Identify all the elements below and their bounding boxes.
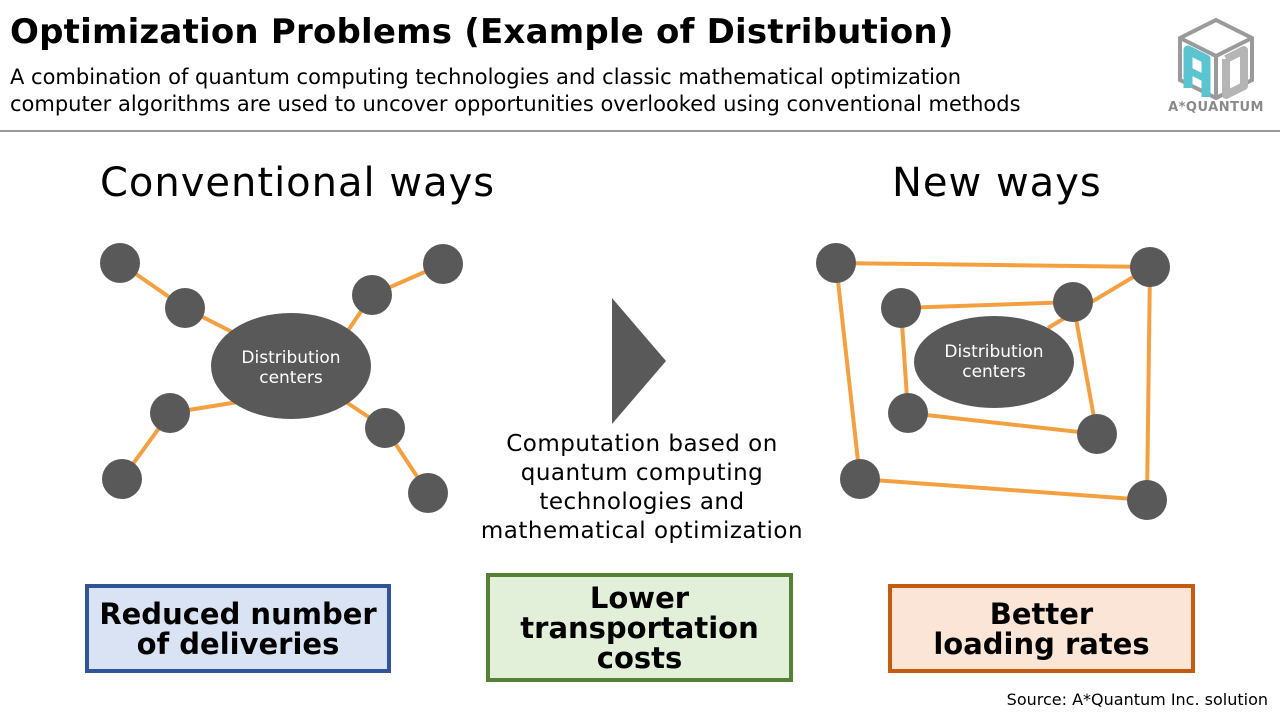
conventional-heading: Conventional ways [100, 160, 496, 206]
description-line: technologies and [539, 489, 745, 515]
page-subtitle: A combination of quantum computing techn… [10, 64, 1160, 118]
distribution-center-node [211, 313, 371, 419]
new-ways-heading: New ways [892, 160, 1102, 206]
delivery-node [840, 459, 880, 499]
delivery-node [1053, 282, 1093, 322]
description-line: mathematical optimization [480, 518, 804, 544]
delivery-node [102, 459, 142, 499]
delivery-node [408, 473, 448, 513]
result-line: costs [596, 640, 683, 675]
result-better-loading: Better loading rates [888, 584, 1195, 673]
result-line: Reduced number [99, 596, 377, 631]
hub-label-line: centers [962, 362, 1026, 382]
arrow-right-icon [612, 298, 666, 424]
optimized-nodes [816, 243, 1170, 520]
conventional-hub-label: Distribution centers [211, 348, 371, 388]
computation-description: Computation based on quantum computing t… [462, 430, 822, 546]
delivery-node [150, 393, 190, 433]
page-title: Optimization Problems (Example of Distri… [10, 12, 954, 52]
aquantum-logo-icon [1178, 17, 1254, 101]
delivery-node [165, 288, 205, 328]
source-note: Source: A*Quantum Inc. solution [1006, 690, 1268, 709]
subtitle-line: computer algorithms are used to uncover … [10, 92, 1021, 116]
result-line: loading rates [933, 626, 1150, 661]
delivery-node [365, 408, 405, 448]
delivery-node [1127, 480, 1167, 520]
logo-wordmark: A*QUANTUM [1168, 100, 1264, 115]
description-line: Computation based on [506, 431, 778, 457]
hub-label-line: Distribution [241, 348, 341, 368]
result-lower-costs: Lower transportation costs [486, 573, 793, 682]
result-line: Lower [589, 580, 690, 615]
delivery-node [888, 393, 928, 433]
result-reduced-deliveries: Reduced number of deliveries [85, 584, 391, 673]
result-line: Better [989, 596, 1094, 631]
delivery-node [423, 244, 463, 284]
delivery-node [881, 288, 921, 328]
delivery-node [816, 243, 856, 283]
distribution-center-node [914, 316, 1074, 408]
result-line: transportation [520, 610, 759, 645]
delivery-node [100, 243, 140, 283]
description-line: quantum computing [520, 460, 764, 486]
new-ways-hub-label: Distribution centers [914, 342, 1074, 382]
hub-label-line: Distribution [944, 342, 1044, 362]
hub-label-line: centers [259, 368, 323, 388]
result-line: of deliveries [136, 626, 340, 661]
delivery-node [1077, 414, 1117, 454]
conventional-nodes [100, 243, 463, 513]
subtitle-line: A combination of quantum computing techn… [10, 65, 962, 89]
delivery-node [1130, 247, 1170, 287]
header-divider [0, 130, 1280, 132]
delivery-node [352, 275, 392, 315]
